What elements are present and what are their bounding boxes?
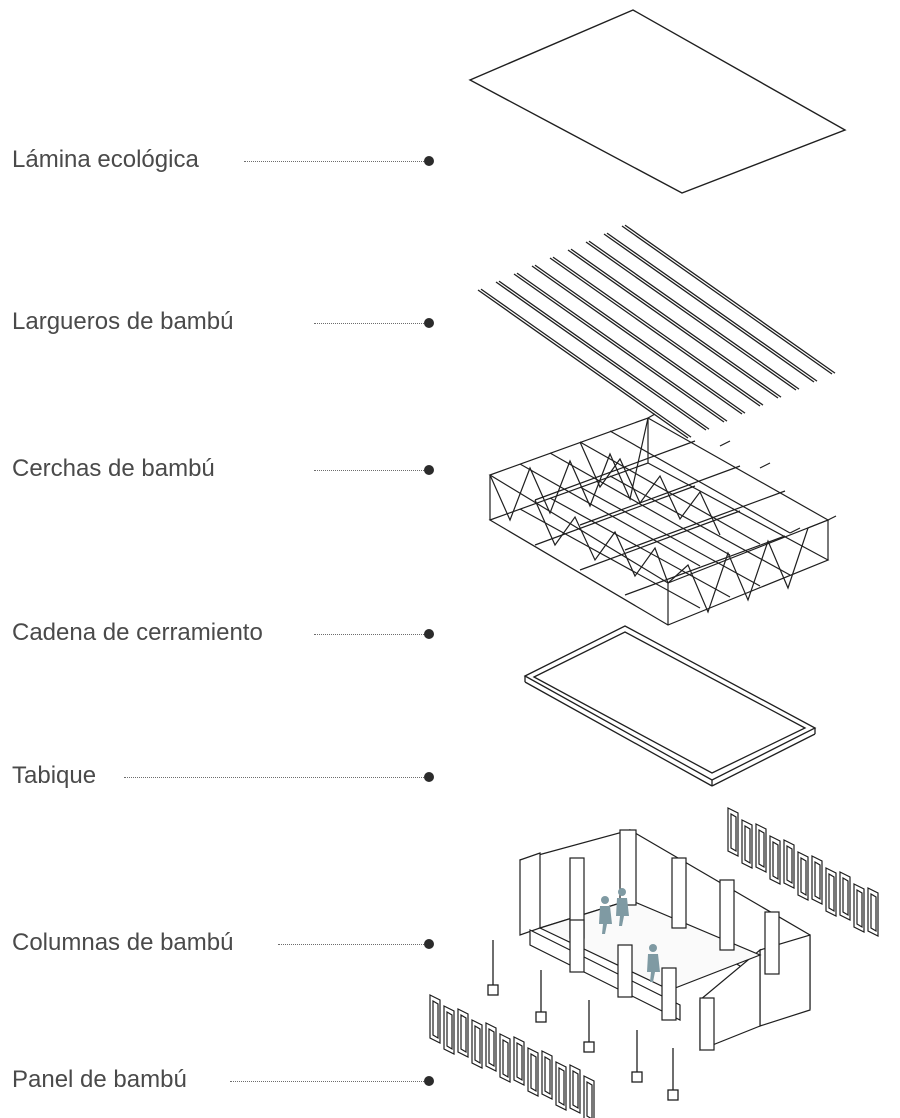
purlin-line (570, 248, 782, 398)
bamboo-panel-inner (842, 876, 849, 917)
bamboo-trusses (488, 413, 837, 626)
purlin-line (495, 281, 707, 431)
bamboo-panel-inner (758, 828, 765, 869)
bamboo-panel-inner (800, 856, 807, 897)
leader-dot-panel (424, 1076, 434, 1086)
label-largueros-de-bambu: Largueros de bambú (12, 308, 234, 335)
ring-beam (523, 625, 817, 787)
leader-dot-cadena (424, 629, 434, 639)
bamboo-panel-inner (474, 1024, 481, 1065)
bamboo-panel-inner (558, 1066, 565, 1107)
leader-dot-largueros (424, 318, 434, 328)
leader-dot-columnas (424, 939, 434, 949)
bamboo-panel-inner (460, 1013, 467, 1054)
purlin-line (588, 240, 800, 390)
purlin-line (624, 224, 836, 374)
leader-line-cadena (314, 634, 424, 635)
label-cerchas-de-bambu: Cerchas de bambú (12, 455, 215, 482)
purlin-line (531, 265, 743, 415)
bamboo-panels-left (429, 994, 595, 1118)
bamboo-panel-inner (786, 844, 793, 885)
leader-line-lamina (244, 161, 424, 162)
bamboo-panels-right (727, 807, 879, 937)
leader-dot-lamina (424, 156, 434, 166)
leader-line-cerchas (314, 470, 424, 471)
bamboo-panel-inner (432, 999, 439, 1040)
leader-line-columnas (278, 944, 424, 945)
leader-line-largueros (314, 323, 424, 324)
purlin-line (534, 264, 746, 414)
bamboo-panel-inner (814, 860, 821, 901)
purlin-line (606, 232, 818, 382)
bamboo-panel-inner (572, 1069, 579, 1110)
roof-sheet (468, 9, 847, 194)
bamboo-panel-inner (446, 1010, 453, 1051)
isolated-bamboo-columns (487, 940, 679, 1101)
bamboo-panel-inner (828, 872, 835, 913)
purlin-line (498, 280, 710, 430)
bamboo-panel-inner (856, 888, 863, 929)
bamboo-panel-inner (516, 1041, 523, 1082)
bamboo-panel-inner (488, 1027, 495, 1068)
leader-line-panel (230, 1081, 424, 1082)
label-lamina-ecologica: Lámina ecológica (12, 146, 199, 173)
bamboo-panel-inner (530, 1052, 537, 1093)
purlin-line (513, 273, 725, 423)
bamboo-panel-inner (586, 1080, 593, 1118)
purlin-line (552, 256, 764, 406)
purlin-line (480, 288, 692, 438)
purlin-line (516, 272, 728, 422)
people-figures (599, 888, 660, 982)
bamboo-purlins (477, 224, 836, 439)
purlin-line (585, 241, 797, 391)
bamboo-panel-inner (772, 840, 779, 881)
purlin-line (549, 257, 761, 407)
bamboo-panel-inner (744, 824, 751, 865)
leader-dot-tabique (424, 772, 434, 782)
purlin-line (603, 233, 815, 383)
bamboo-panel-inner (730, 812, 737, 853)
bamboo-panel-inner (502, 1038, 509, 1079)
partition-walls (519, 828, 811, 1051)
leader-dot-cerchas (424, 465, 434, 475)
label-tabique: Tabique (12, 762, 97, 789)
purlin-line (621, 225, 833, 375)
label-columnas-de-bambu: Columnas de bambú (12, 929, 234, 956)
purlin-line (477, 289, 689, 439)
label-cadena-de-cerramiento: Cadena de cerramiento (12, 619, 263, 646)
leader-line-tabique (124, 777, 424, 778)
label-panel-de-bambu: Panel de bambú (12, 1066, 187, 1093)
bamboo-panel-inner (544, 1055, 551, 1096)
purlin-line (567, 249, 779, 399)
bamboo-panel-inner (870, 892, 877, 933)
